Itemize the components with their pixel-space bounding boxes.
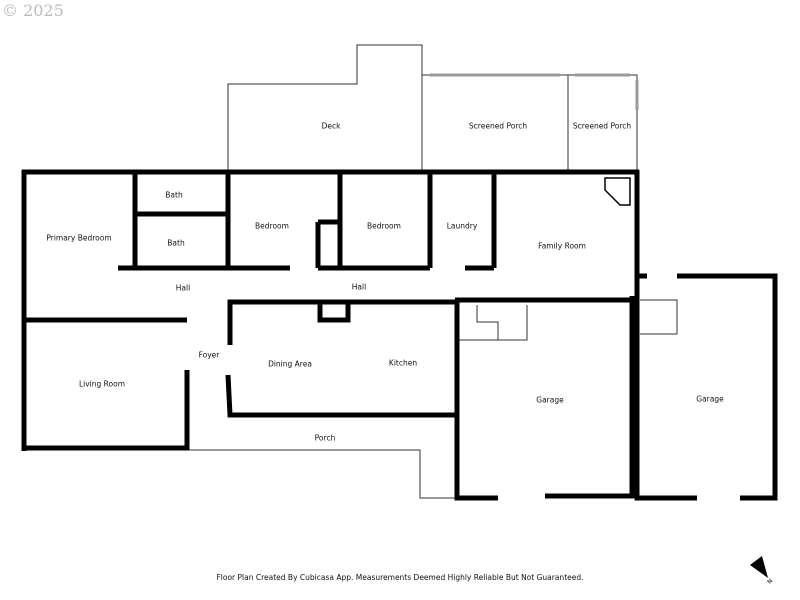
room-label-foyer: Foyer	[198, 350, 220, 360]
room-label-family-room: Family Room	[538, 241, 586, 251]
room-label-primary-bedroom: Primary Bedroom	[46, 233, 112, 243]
north-arrow-icon	[750, 556, 768, 578]
windows	[22, 73, 639, 450]
room-label-porch: Porch	[314, 433, 336, 443]
fireplace-icon	[604, 177, 631, 206]
walls	[21, 169, 778, 501]
room-label-bath: Bath	[165, 190, 183, 200]
room-label-hall-2: Hall	[351, 282, 367, 292]
stairs-garage	[640, 299, 678, 335]
room-label-bath-2: Bath	[167, 238, 185, 248]
room-label-deck: Deck	[321, 121, 341, 131]
thin-outlines	[187, 44, 678, 499]
room-label-bedroom-2: Bedroom	[367, 221, 401, 231]
room-label-kitchen: Kitchen	[388, 358, 418, 368]
footer-disclaimer: Floor Plan Created By Cubicasa App. Meas…	[216, 573, 584, 582]
room-label-screened-porch: Screened Porch	[468, 121, 528, 131]
room-label-garage: Garage	[536, 395, 564, 405]
deck-outline	[227, 44, 423, 172]
room-label-living-room: Living Room	[78, 379, 126, 389]
stairs-family	[476, 305, 528, 341]
room-label-bedroom: Bedroom	[255, 221, 289, 231]
room-label-dining-area: Dining Area	[268, 359, 312, 369]
copyright-watermark: © 2025	[2, 1, 64, 20]
room-label-screened-porch-2: Screened Porch	[572, 121, 632, 131]
room-label-laundry: Laundry	[446, 221, 478, 231]
room-label-garage-2: Garage	[696, 394, 724, 404]
room-label-hall: Hall	[175, 283, 191, 293]
porch-outline	[187, 449, 457, 499]
